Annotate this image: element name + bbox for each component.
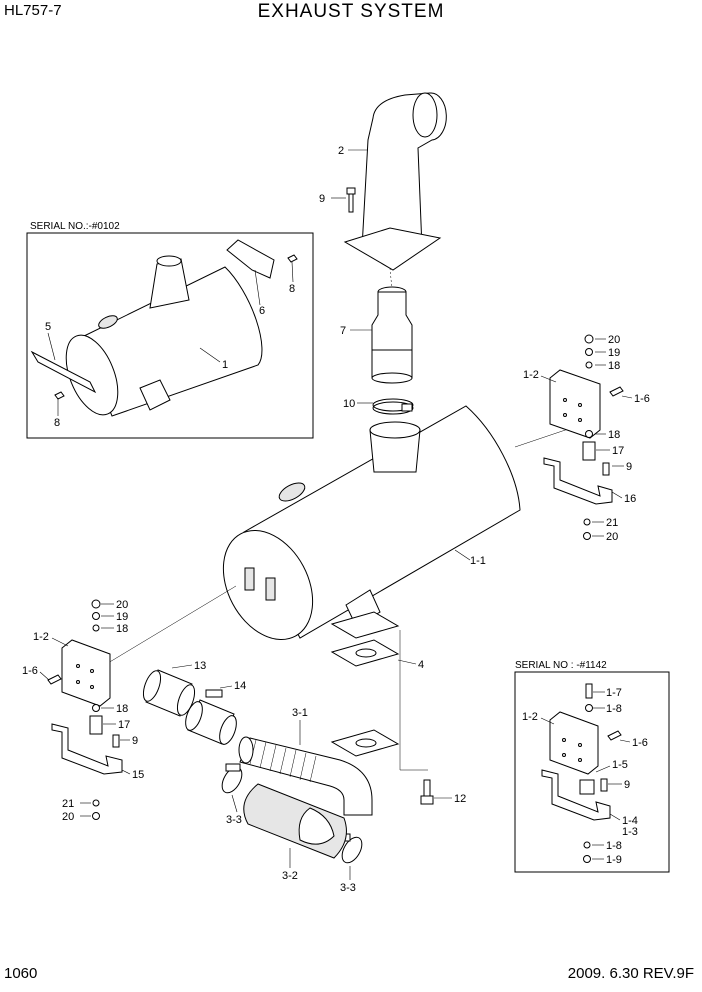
callout-r16: 16 <box>624 493 636 505</box>
page-number: 1060 <box>4 965 38 982</box>
callout-l19a: 19 <box>116 611 128 623</box>
revision-date: 2009. 6.30 REV.9F <box>567 965 694 982</box>
callout-l9: 9 <box>132 735 138 747</box>
inset-muffler-endcap <box>65 334 119 416</box>
callout-l18b: 18 <box>116 703 128 715</box>
flange-gasket-4: 4 <box>330 611 424 671</box>
left-mount-17 <box>89 715 103 735</box>
callout-1: 1 <box>222 359 228 371</box>
bolt-12: 12 <box>420 779 466 805</box>
callout-1-1: 1-1 <box>470 555 486 567</box>
exhaust-stack-2: 2 <box>338 92 447 271</box>
main-muffler: 1-1 <box>222 405 521 641</box>
callout-13: 13 <box>194 660 206 672</box>
inset-bracket-6 <box>226 239 275 279</box>
flex-tube-3-2: 3-2 <box>243 783 347 882</box>
callout-s1-3: 1-3 <box>622 826 638 838</box>
callout-s1-8b: 1-8 <box>606 840 622 852</box>
callout-l1-6: 1-6 <box>22 665 38 677</box>
callout-s1-9: 1-9 <box>606 854 622 866</box>
callout-12: 12 <box>454 793 466 805</box>
inset-early-serial-label: SERIAL NO.:-#0102 <box>30 221 120 232</box>
right-mount-17 <box>582 441 596 461</box>
callout-l17: 17 <box>118 719 130 731</box>
callout-7: 7 <box>340 325 346 337</box>
stack-flange <box>343 227 442 271</box>
callout-4: 4 <box>418 659 424 671</box>
page-title: EXHAUST SYSTEM <box>257 1 445 22</box>
callout-l1-2: 1-2 <box>33 631 49 643</box>
callout-s1-6: 1-6 <box>632 737 648 749</box>
callout-s1-5: 1-5 <box>612 759 628 771</box>
sleeve-13: 13 <box>142 660 206 717</box>
callout-14: 14 <box>234 680 246 692</box>
inset-bracket-1-4 <box>541 769 611 821</box>
extension-pipe-7: 7 <box>340 286 413 384</box>
callout-r20b: 20 <box>606 531 618 543</box>
callout-s1-4: 1-4 <box>622 815 638 827</box>
clamp-10: 10 <box>343 398 414 415</box>
callout-5: 5 <box>45 321 51 333</box>
callout-2: 2 <box>338 145 344 157</box>
inset-muffler-body <box>79 266 263 417</box>
left-bracket-1-2 <box>61 639 111 707</box>
callout-s1-7: 1-7 <box>606 687 622 699</box>
inset-early-serial: SERIAL NO.:-#0102 5 6 8 1 8 <box>26 221 314 439</box>
callout-3-1: 3-1 <box>292 707 308 719</box>
right-bracket-1-2 <box>549 369 601 439</box>
callout-r19a: 19 <box>608 347 620 359</box>
callout-3-3a: 3-3 <box>226 814 242 826</box>
right-bracket-16 <box>543 457 613 505</box>
bolt-9-top: 9 <box>319 187 356 213</box>
inset-bolt-8a <box>287 254 298 263</box>
callout-r21: 21 <box>606 517 618 529</box>
inset-late-serial-label: SERIAL NO : -#1142 <box>515 660 607 671</box>
callout-6: 6 <box>259 305 265 317</box>
callout-8b: 8 <box>54 417 60 429</box>
callout-s1-2: 1-2 <box>522 711 538 723</box>
callout-8a: 8 <box>289 283 295 295</box>
inset-bracket-1-2 <box>549 711 599 775</box>
clamp-sleeve-14: 14 <box>185 680 246 745</box>
callout-s1-8a: 1-8 <box>606 703 622 715</box>
callout-l20a: 20 <box>116 599 128 611</box>
callout-l15: 15 <box>132 769 144 781</box>
callout-r17: 17 <box>612 445 624 457</box>
inset-bracket-5 <box>30 350 97 394</box>
callout-l20b: 20 <box>62 811 74 823</box>
inset-late-serial: SERIAL NO : -#1142 1-7 1-8 1-2 1-6 1-5 9… <box>514 660 670 873</box>
callout-l21: 21 <box>62 798 74 810</box>
left-mount-assembly: 20 19 18 1-2 1-6 18 17 9 15 21 20 <box>22 585 237 823</box>
callout-r9: 9 <box>626 461 632 473</box>
callout-r18b: 18 <box>608 429 620 441</box>
inset-mount-1-5 <box>579 779 595 795</box>
callout-r1-2: 1-2 <box>523 369 539 381</box>
inset-bolt-8b <box>54 391 65 400</box>
hose-clamp-3-3a: 3-3 <box>221 763 243 826</box>
callout-3-2: 3-2 <box>282 870 298 882</box>
callout-9-top: 9 <box>319 193 325 205</box>
right-mount-assembly: 20 19 18 1-2 1-6 18 17 9 16 21 20 <box>514 334 650 543</box>
callout-3-3b: 3-3 <box>340 882 356 894</box>
callout-s9: 9 <box>624 779 630 791</box>
callout-10: 10 <box>343 398 355 410</box>
callout-r1-6: 1-6 <box>634 393 650 405</box>
model-number: HL757-7 <box>4 2 62 19</box>
callout-r18a: 18 <box>608 360 620 372</box>
callout-r20a: 20 <box>608 334 620 346</box>
flex-elbow-3-1: 3-1 <box>238 707 400 816</box>
left-bracket-15 <box>51 723 123 775</box>
callout-l18a: 18 <box>116 623 128 635</box>
